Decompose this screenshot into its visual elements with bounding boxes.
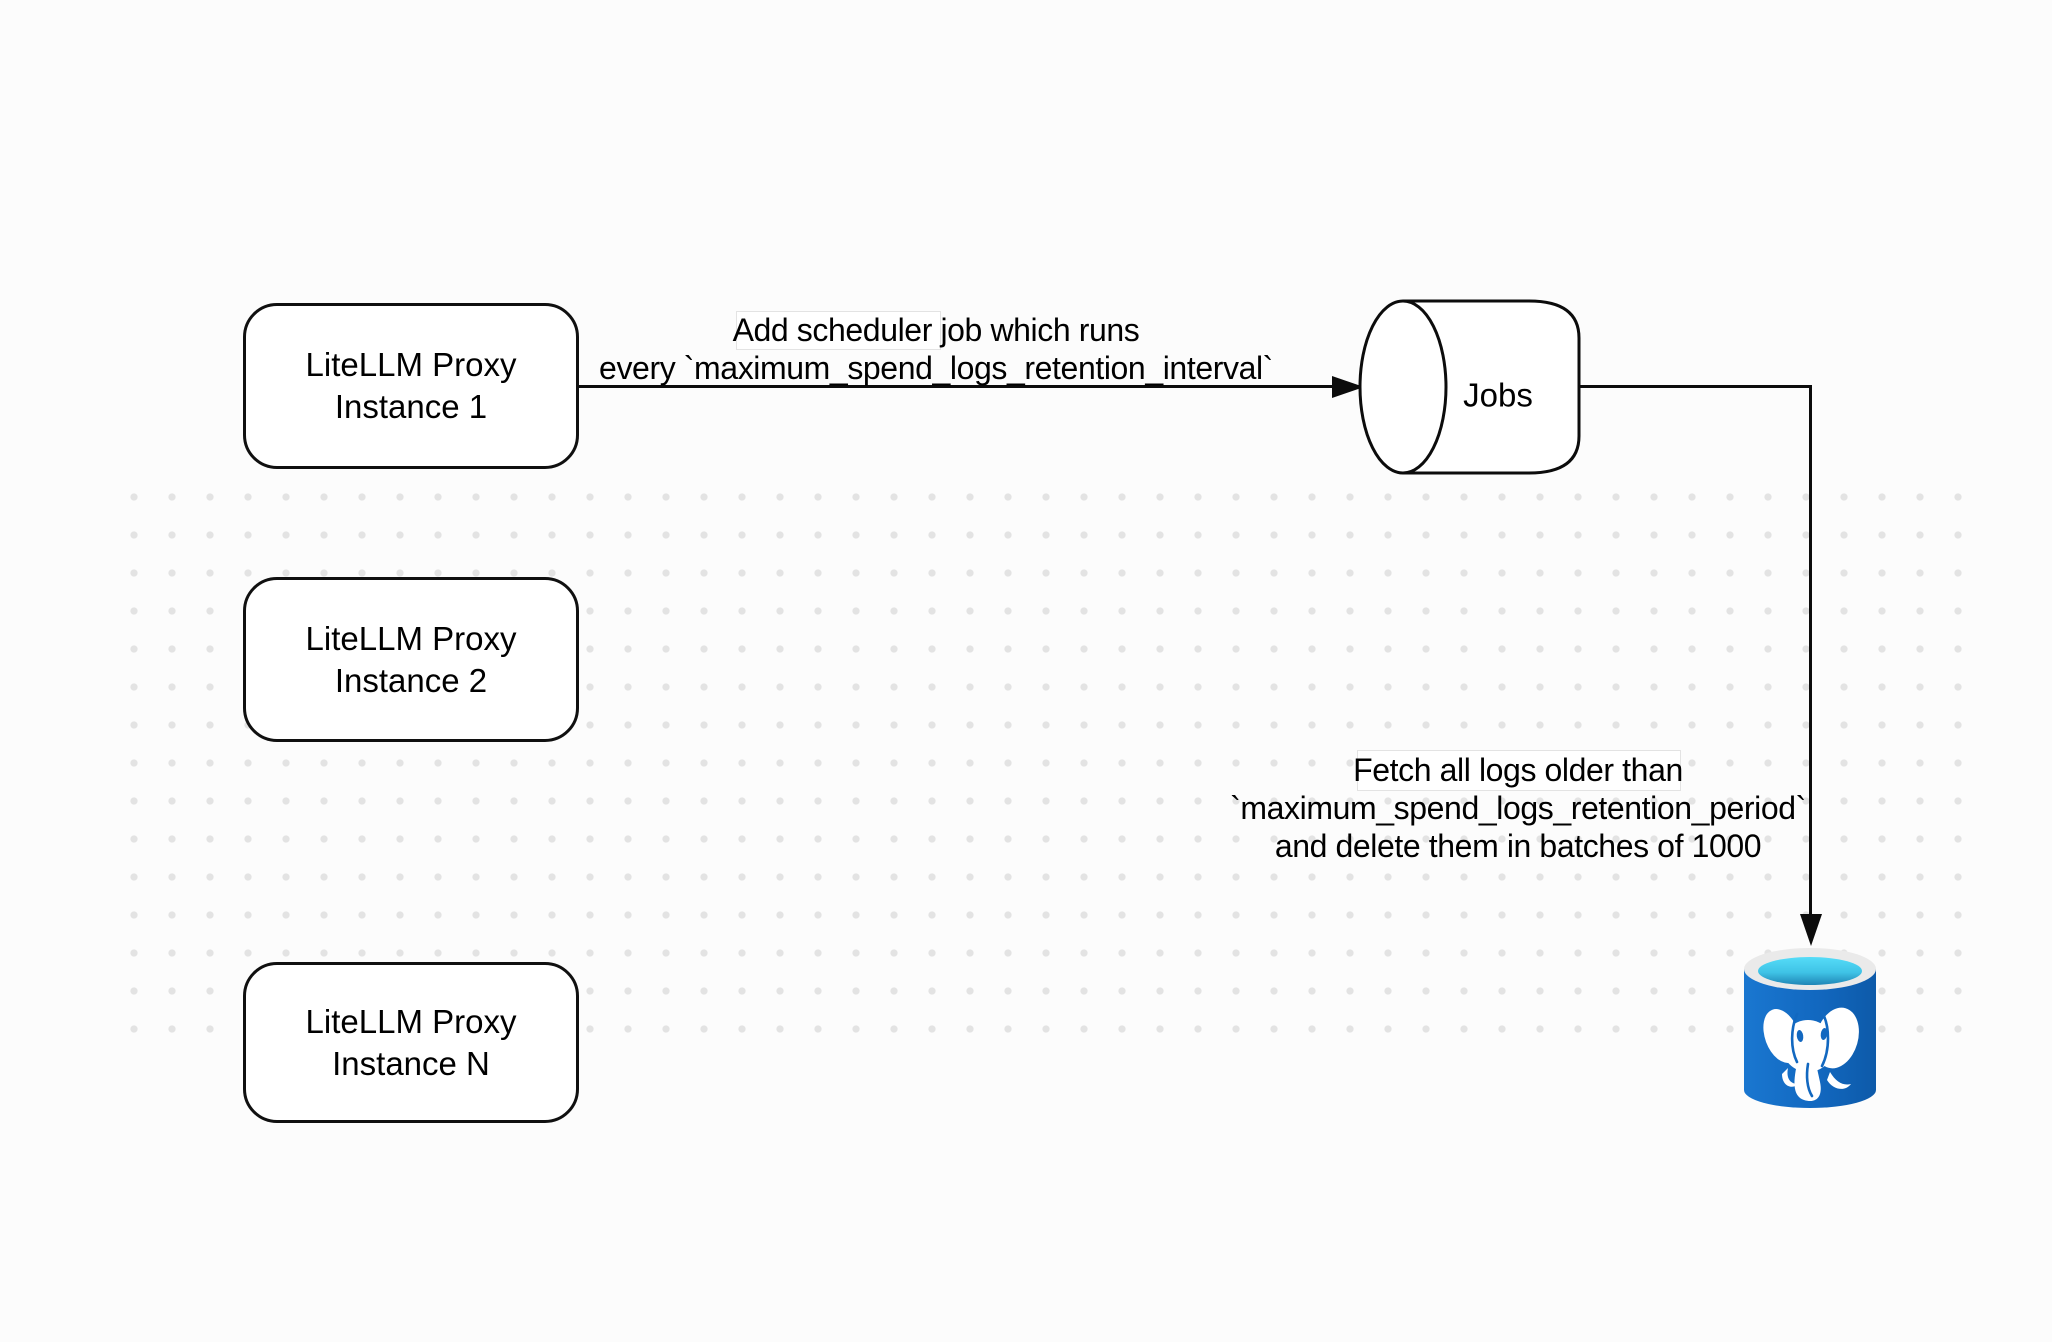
edge-fetch-label-line1: Fetch all logs older than [1353,752,1683,788]
queue-body [1403,299,1581,475]
node-label-line2: Instance 2 [334,661,488,699]
edge-fetch-label-line3: and delete them in batches of 1000 [1274,828,1762,864]
postgres-elephant-icon [1763,1007,1859,1102]
edge-scheduler-label-line2: every `maximum_spend_logs_retention_inte… [599,350,1273,386]
node-label-line2: Instance N [332,1044,490,1082]
edge-scheduler-label-background [736,311,941,350]
edge-scheduler-label: Add scheduler job which runs every `maxi… [586,311,1286,387]
database-opening [1758,957,1862,985]
queue-label: Jobs [1463,377,1533,414]
node-label-line1: LiteLLM Proxy [305,619,517,657]
arrowhead-into-jobs [1332,375,1364,398]
queue-face-ellipse [1358,299,1448,475]
node-litellm-proxy-instance-1: LiteLLM Proxy Instance 1 [243,303,579,469]
node-litellm-proxy-instance-2: LiteLLM Proxy Instance 2 [243,577,579,742]
edge-fetch-line-horizontal [1580,385,1812,388]
arrowhead-into-database [1800,914,1822,946]
node-label-line2: Instance 1 [334,388,488,425]
edge-fetch-line-vertical [1809,386,1812,916]
jobs-queue-cylinder: Jobs [1358,299,1581,475]
node-label-line1: LiteLLM Proxy [305,1002,517,1040]
edge-fetch-label-background [1357,750,1681,791]
node-label-line1: LiteLLM Proxy [305,346,517,383]
postgresql-database-icon [1744,948,1876,1108]
edge-fetch-label: Fetch all logs older than `maximum_spend… [1188,751,1848,865]
edge-scheduler-line [577,385,1335,388]
node-litellm-proxy-instance-n: LiteLLM Proxy Instance N [243,962,579,1123]
edge-fetch-label-line2: `maximum_spend_logs_retention_period` [1230,790,1806,826]
edge-scheduler-label-line1: Add scheduler job which runs [732,312,1140,348]
